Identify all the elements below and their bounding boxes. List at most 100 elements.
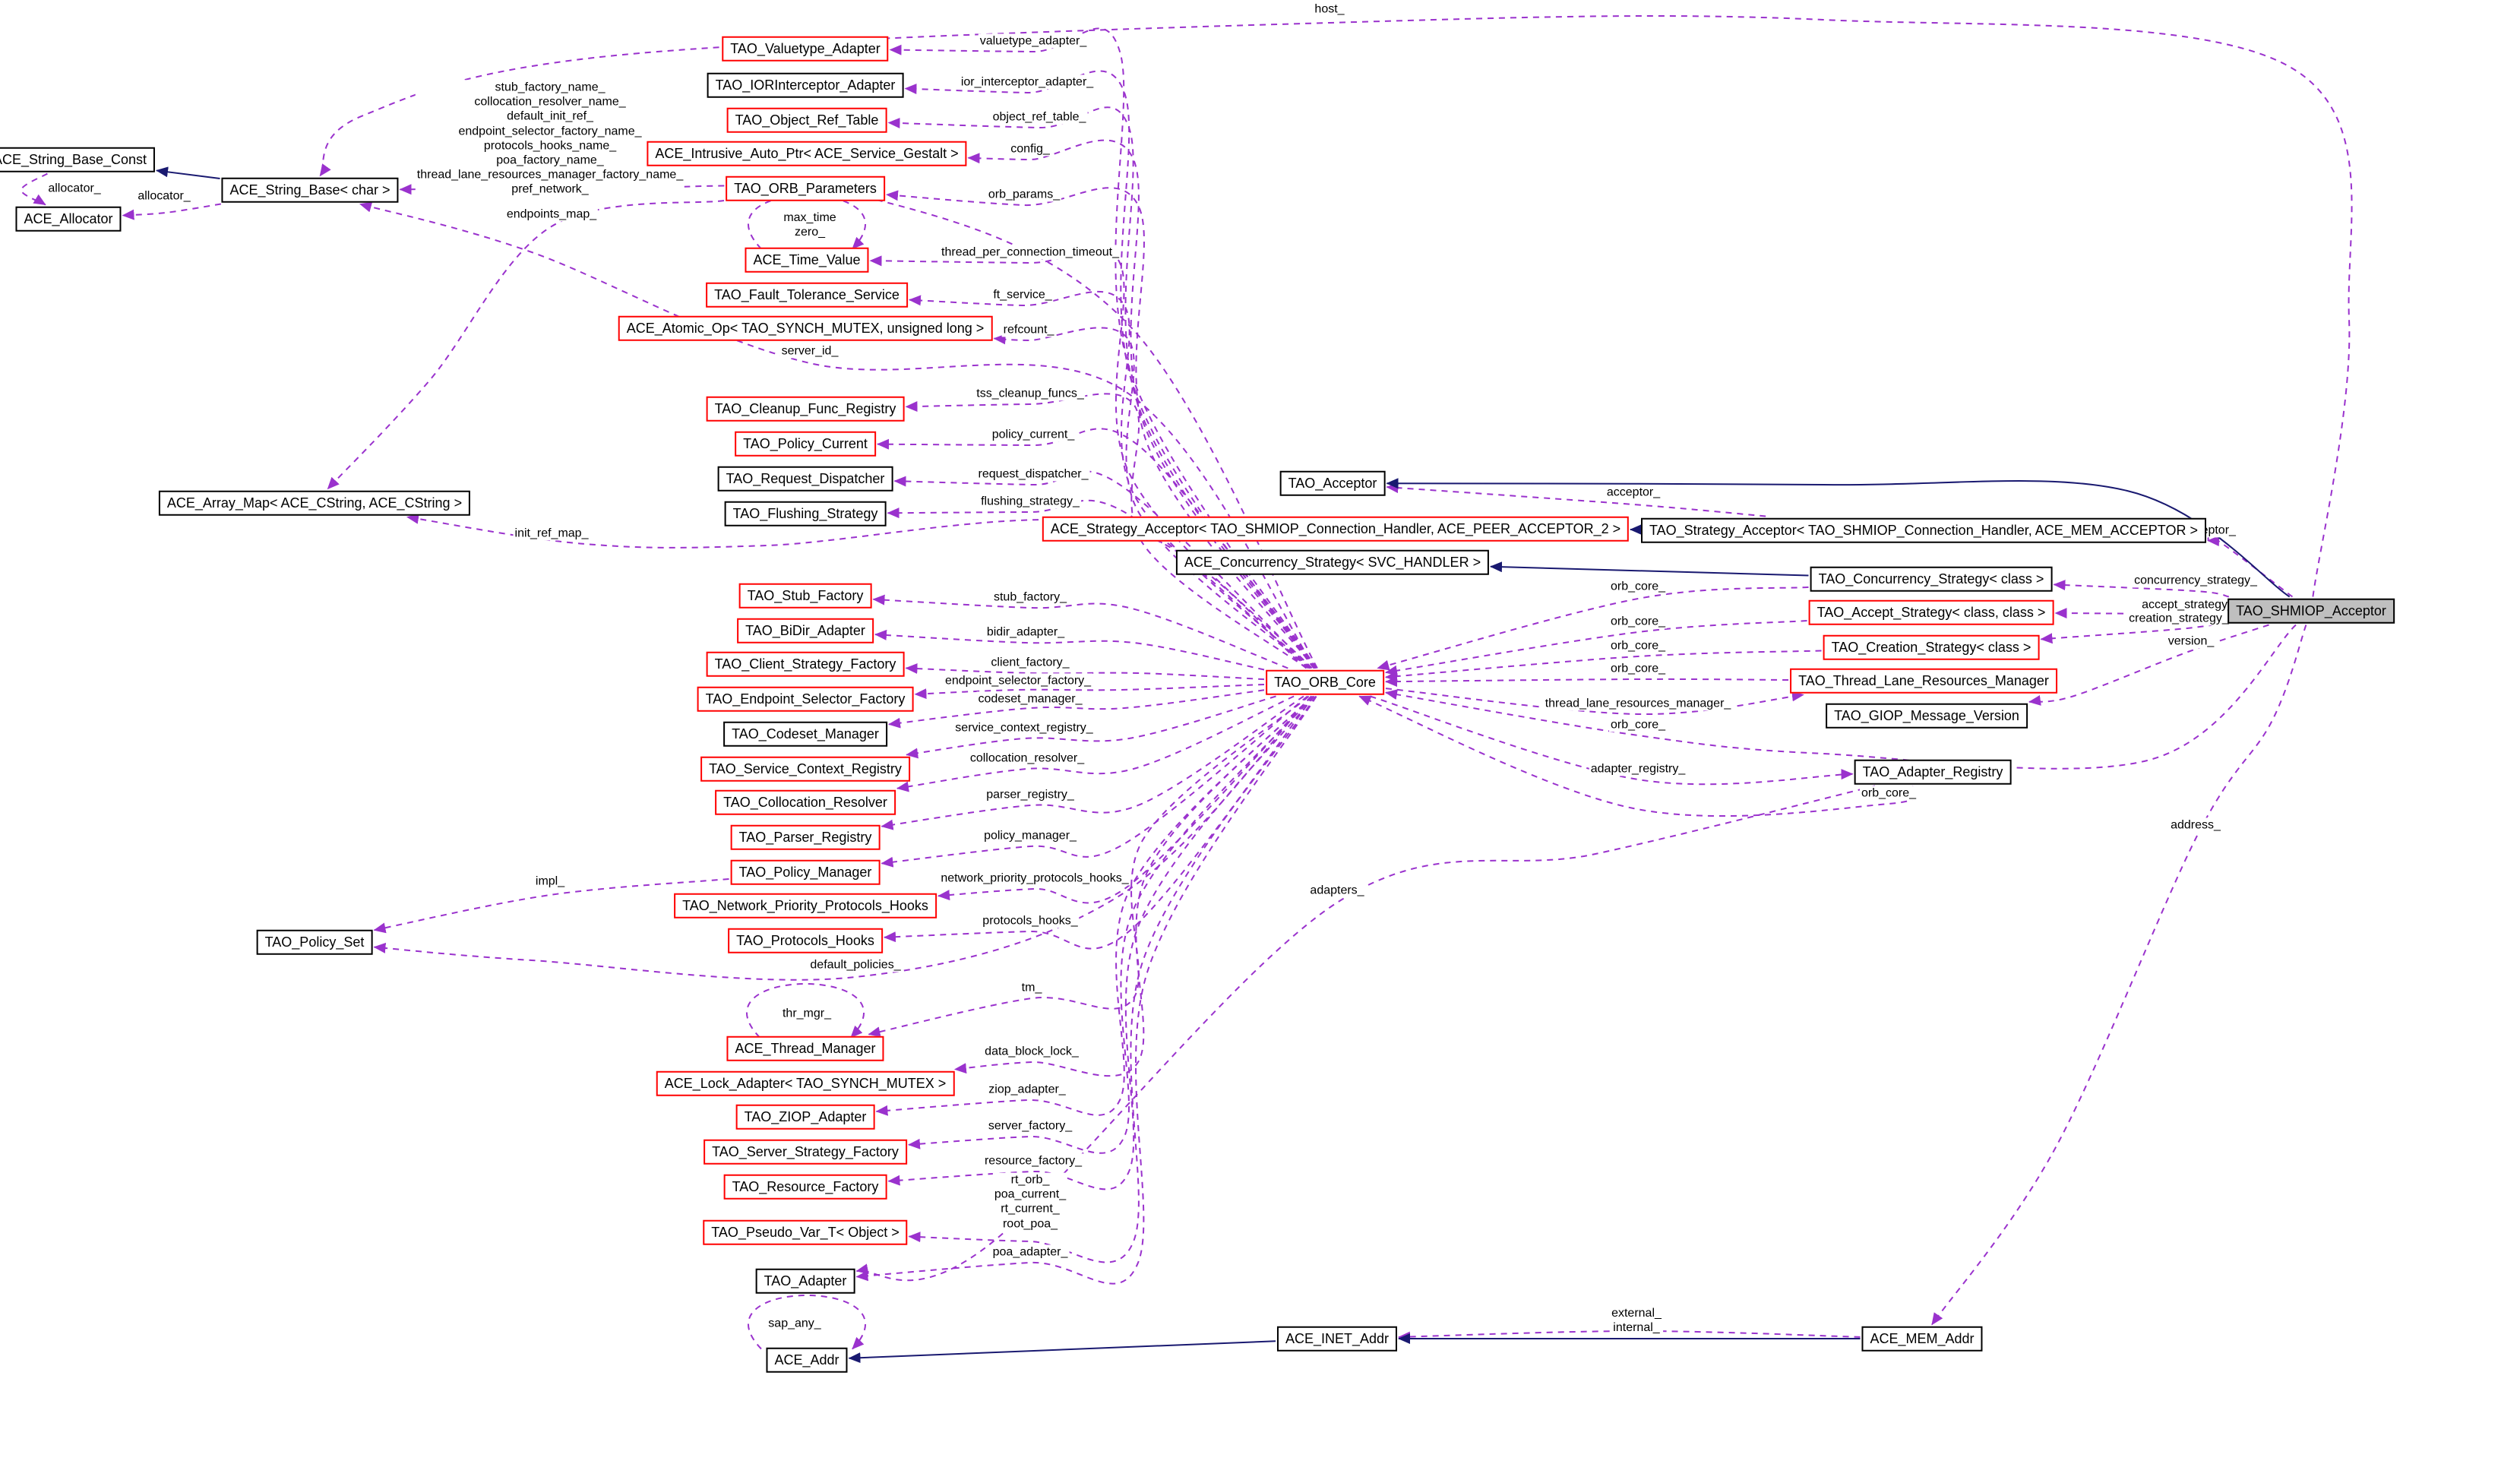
node-objectref[interactable]: TAO_Object_Ref_Table (726, 107, 887, 133)
node-collocation[interactable]: TAO_Collocation_Resolver (715, 789, 896, 815)
edge-label: init_ref_map_ (513, 526, 590, 541)
node-parser[interactable]: TAO_Parser_Registry (730, 824, 881, 850)
node-valuetype[interactable]: TAO_Valuetype_Adapter (722, 36, 889, 62)
edge-label: collocation_resolver_ (968, 751, 1086, 766)
node-requestdispatcher[interactable]: TAO_Request_Dispatcher (717, 466, 893, 492)
node-memaddr[interactable]: ACE_MEM_Addr (1861, 1326, 1983, 1352)
edge-label: ior_interceptor_adapter_ (959, 74, 1096, 90)
edge-label: thread_per_connection_timeout_ (940, 245, 1121, 260)
edge-refcount_ (993, 327, 1311, 669)
edge-label: server_factory_ (986, 1118, 1074, 1134)
node-acestrategy[interactable]: ACE_Strategy_Acceptor< TAO_SHMIOP_Connec… (1042, 516, 1630, 542)
node-policyset[interactable]: TAO_Policy_Set (256, 929, 373, 955)
node-taoconcurrency[interactable]: TAO_Concurrency_Strategy< class > (1810, 566, 2053, 592)
edge-label: bidir_adapter_ (985, 624, 1067, 640)
edge-label: orb_core_ (1608, 579, 1668, 594)
edge-label: policy_manager_ (982, 828, 1078, 843)
edge-label: address_ (2169, 817, 2222, 833)
node-inetaddr[interactable]: ACE_INET_Addr (1276, 1326, 1398, 1352)
edge-label: data_block_lock_ (983, 1044, 1080, 1059)
node-adapterregistry[interactable]: TAO_Adapter_Registry (1854, 759, 2012, 785)
edge-label: concurrency_strategy_ (2133, 573, 2259, 588)
edge-stub_factory_name_ (399, 184, 1318, 669)
edge-label: server_id_ (779, 343, 840, 359)
edge-label: valuetype_adapter_ (978, 33, 1089, 49)
node-stringbase[interactable]: ACE_String_Base< char > (221, 177, 399, 203)
edge-rt_orb_ (908, 695, 1317, 1263)
edge-label: rt_orb_ poa_current_ rt_current_ root_po… (992, 1172, 1068, 1232)
edge-flushing_strategy_ (887, 499, 1309, 669)
edge-label: codeset_manager_ (976, 691, 1084, 707)
edge-service_context_registry_ (906, 695, 1276, 759)
edge-label: orb_core_ (1608, 717, 1668, 732)
node-giopversion[interactable]: TAO_GIOP_Message_Version (1826, 703, 2028, 729)
node-allocator[interactable]: ACE_Allocator (15, 206, 122, 232)
edge-label: parser_registry_ (985, 787, 1076, 802)
node-taostrategy[interactable]: TAO_Strategy_Acceptor< TAO_SHMIOP_Connec… (1641, 517, 2206, 543)
node-taoadapter[interactable]: TAO_Adapter (755, 1268, 855, 1294)
node-resourcefactory[interactable]: TAO_Resource_Factory (723, 1174, 887, 1200)
node-aceconcurrency[interactable]: ACE_Concurrency_Strategy< SVC_HANDLER > (1175, 549, 1490, 575)
node-endpointsel[interactable]: TAO_Endpoint_Selector_Factory (697, 686, 914, 712)
edge-label: host_ (1313, 2, 1346, 17)
edge-orb_core_ (1385, 624, 2297, 770)
node-netpriority[interactable]: TAO_Network_Priority_Protocols_Hooks (674, 893, 937, 919)
edge-config_ (967, 139, 1316, 669)
node-orbparams[interactable]: TAO_ORB_Parameters (726, 175, 885, 201)
node-taocreation[interactable]: TAO_Creation_Strategy< class > (1823, 634, 2040, 660)
edge-protocols_hooks_ (884, 695, 1315, 950)
node-stringconst[interactable]: ACE_String_Base_Const (0, 147, 156, 172)
edge-label: endpoint_selector_factory_ (943, 673, 1093, 688)
edge-label: config_ (1009, 141, 1051, 157)
node-timevalue[interactable]: ACE_Time_Value (745, 247, 869, 273)
edge-data_block_lock_ (953, 695, 1313, 1077)
node-clientstrategy[interactable]: TAO_Client_Strategy_Factory (706, 651, 905, 677)
node-codeset[interactable]: TAO_Codeset_Manager (723, 721, 887, 747)
edge-label: accept_strategy_ (2140, 597, 2236, 612)
node-lockadapter[interactable]: ACE_Lock_Adapter< TAO_SYNCH_MUTEX > (656, 1070, 955, 1096)
node-stubfactory[interactable]: TAO_Stub_Factory (738, 583, 872, 609)
edge-inheritance (1490, 561, 1809, 577)
node-aceaddr[interactable]: ACE_Addr (766, 1347, 848, 1373)
edge-label: client_factory_ (989, 655, 1071, 670)
edge-inheritance (848, 1340, 1276, 1364)
edge-label: thr_mgr_ (780, 1006, 833, 1021)
node-orbcore[interactable]: TAO_ORB_Core (1266, 669, 1384, 695)
edge-policy_current_ (877, 428, 1315, 669)
node-taoacceptor[interactable]: TAO_Acceptor (1279, 470, 1386, 496)
node-policycurrent[interactable]: TAO_Policy_Current (735, 431, 876, 457)
edge-label: object_ref_table_ (991, 109, 1088, 125)
node-policymanager[interactable]: TAO_Policy_Manager (730, 859, 881, 885)
edge-adapter_registry_ (1370, 695, 1854, 786)
node-serverstrategy[interactable]: TAO_Server_Strategy_Factory (704, 1139, 907, 1165)
edge-label: endpoints_map_ (504, 207, 599, 222)
node-ziop[interactable]: TAO_ZIOP_Adapter (735, 1104, 875, 1130)
node-shmiop[interactable]: TAO_SHMIOP_Acceptor (2228, 598, 2395, 624)
node-intrusive[interactable]: ACE_Intrusive_Auto_Ptr< ACE_Service_Gest… (647, 141, 967, 166)
edge-poa_adapter_ (855, 695, 1317, 1285)
edge-concurrency_strategy_ (2053, 580, 2230, 598)
node-protocolshooks[interactable]: TAO_Protocols_Hooks (728, 928, 883, 953)
edge-label: stub_factory_ (991, 590, 1069, 605)
edge-endpoint_selector_factory_ (914, 683, 1265, 700)
edge-label: network_priority_protocols_hooks_ (939, 871, 1130, 886)
node-pseudovar[interactable]: TAO_Pseudo_Var_T< Object > (703, 1219, 908, 1245)
edge-collocation_resolver_ (896, 695, 1295, 792)
edge-address_ (1931, 624, 2307, 1326)
node-bidir[interactable]: TAO_BiDir_Adapter (737, 618, 874, 643)
node-arraymap[interactable]: ACE_Array_Map< ACE_CString, ACE_CString … (158, 490, 471, 516)
edge-orb_core_ (1358, 695, 1918, 817)
edge-base_acceptor_ (2207, 535, 2294, 598)
node-iorinterceptor[interactable]: TAO_IORInterceptor_Adapter (707, 72, 904, 98)
node-taoaccept[interactable]: TAO_Accept_Strategy< class, class > (1808, 599, 2054, 625)
edge-label: acceptor_ (1605, 485, 1662, 500)
node-ftservice[interactable]: TAO_Fault_Tolerance_Service (706, 282, 908, 308)
node-servicecontext[interactable]: TAO_Service_Context_Registry (700, 756, 910, 782)
node-atomicop[interactable]: ACE_Atomic_Op< TAO_SYNCH_MUTEX, unsigned… (618, 315, 993, 341)
node-threadmgr[interactable]: ACE_Thread_Manager (726, 1036, 884, 1061)
node-cleanup[interactable]: TAO_Cleanup_Func_Registry (706, 396, 905, 422)
edge-label: impl_ (533, 874, 567, 889)
edge-label: service_context_registry_ (953, 720, 1095, 735)
node-flushing[interactable]: TAO_Flushing_Strategy (724, 501, 887, 526)
node-tlrm[interactable]: TAO_Thread_Lane_Resources_Manager (1790, 668, 2057, 694)
